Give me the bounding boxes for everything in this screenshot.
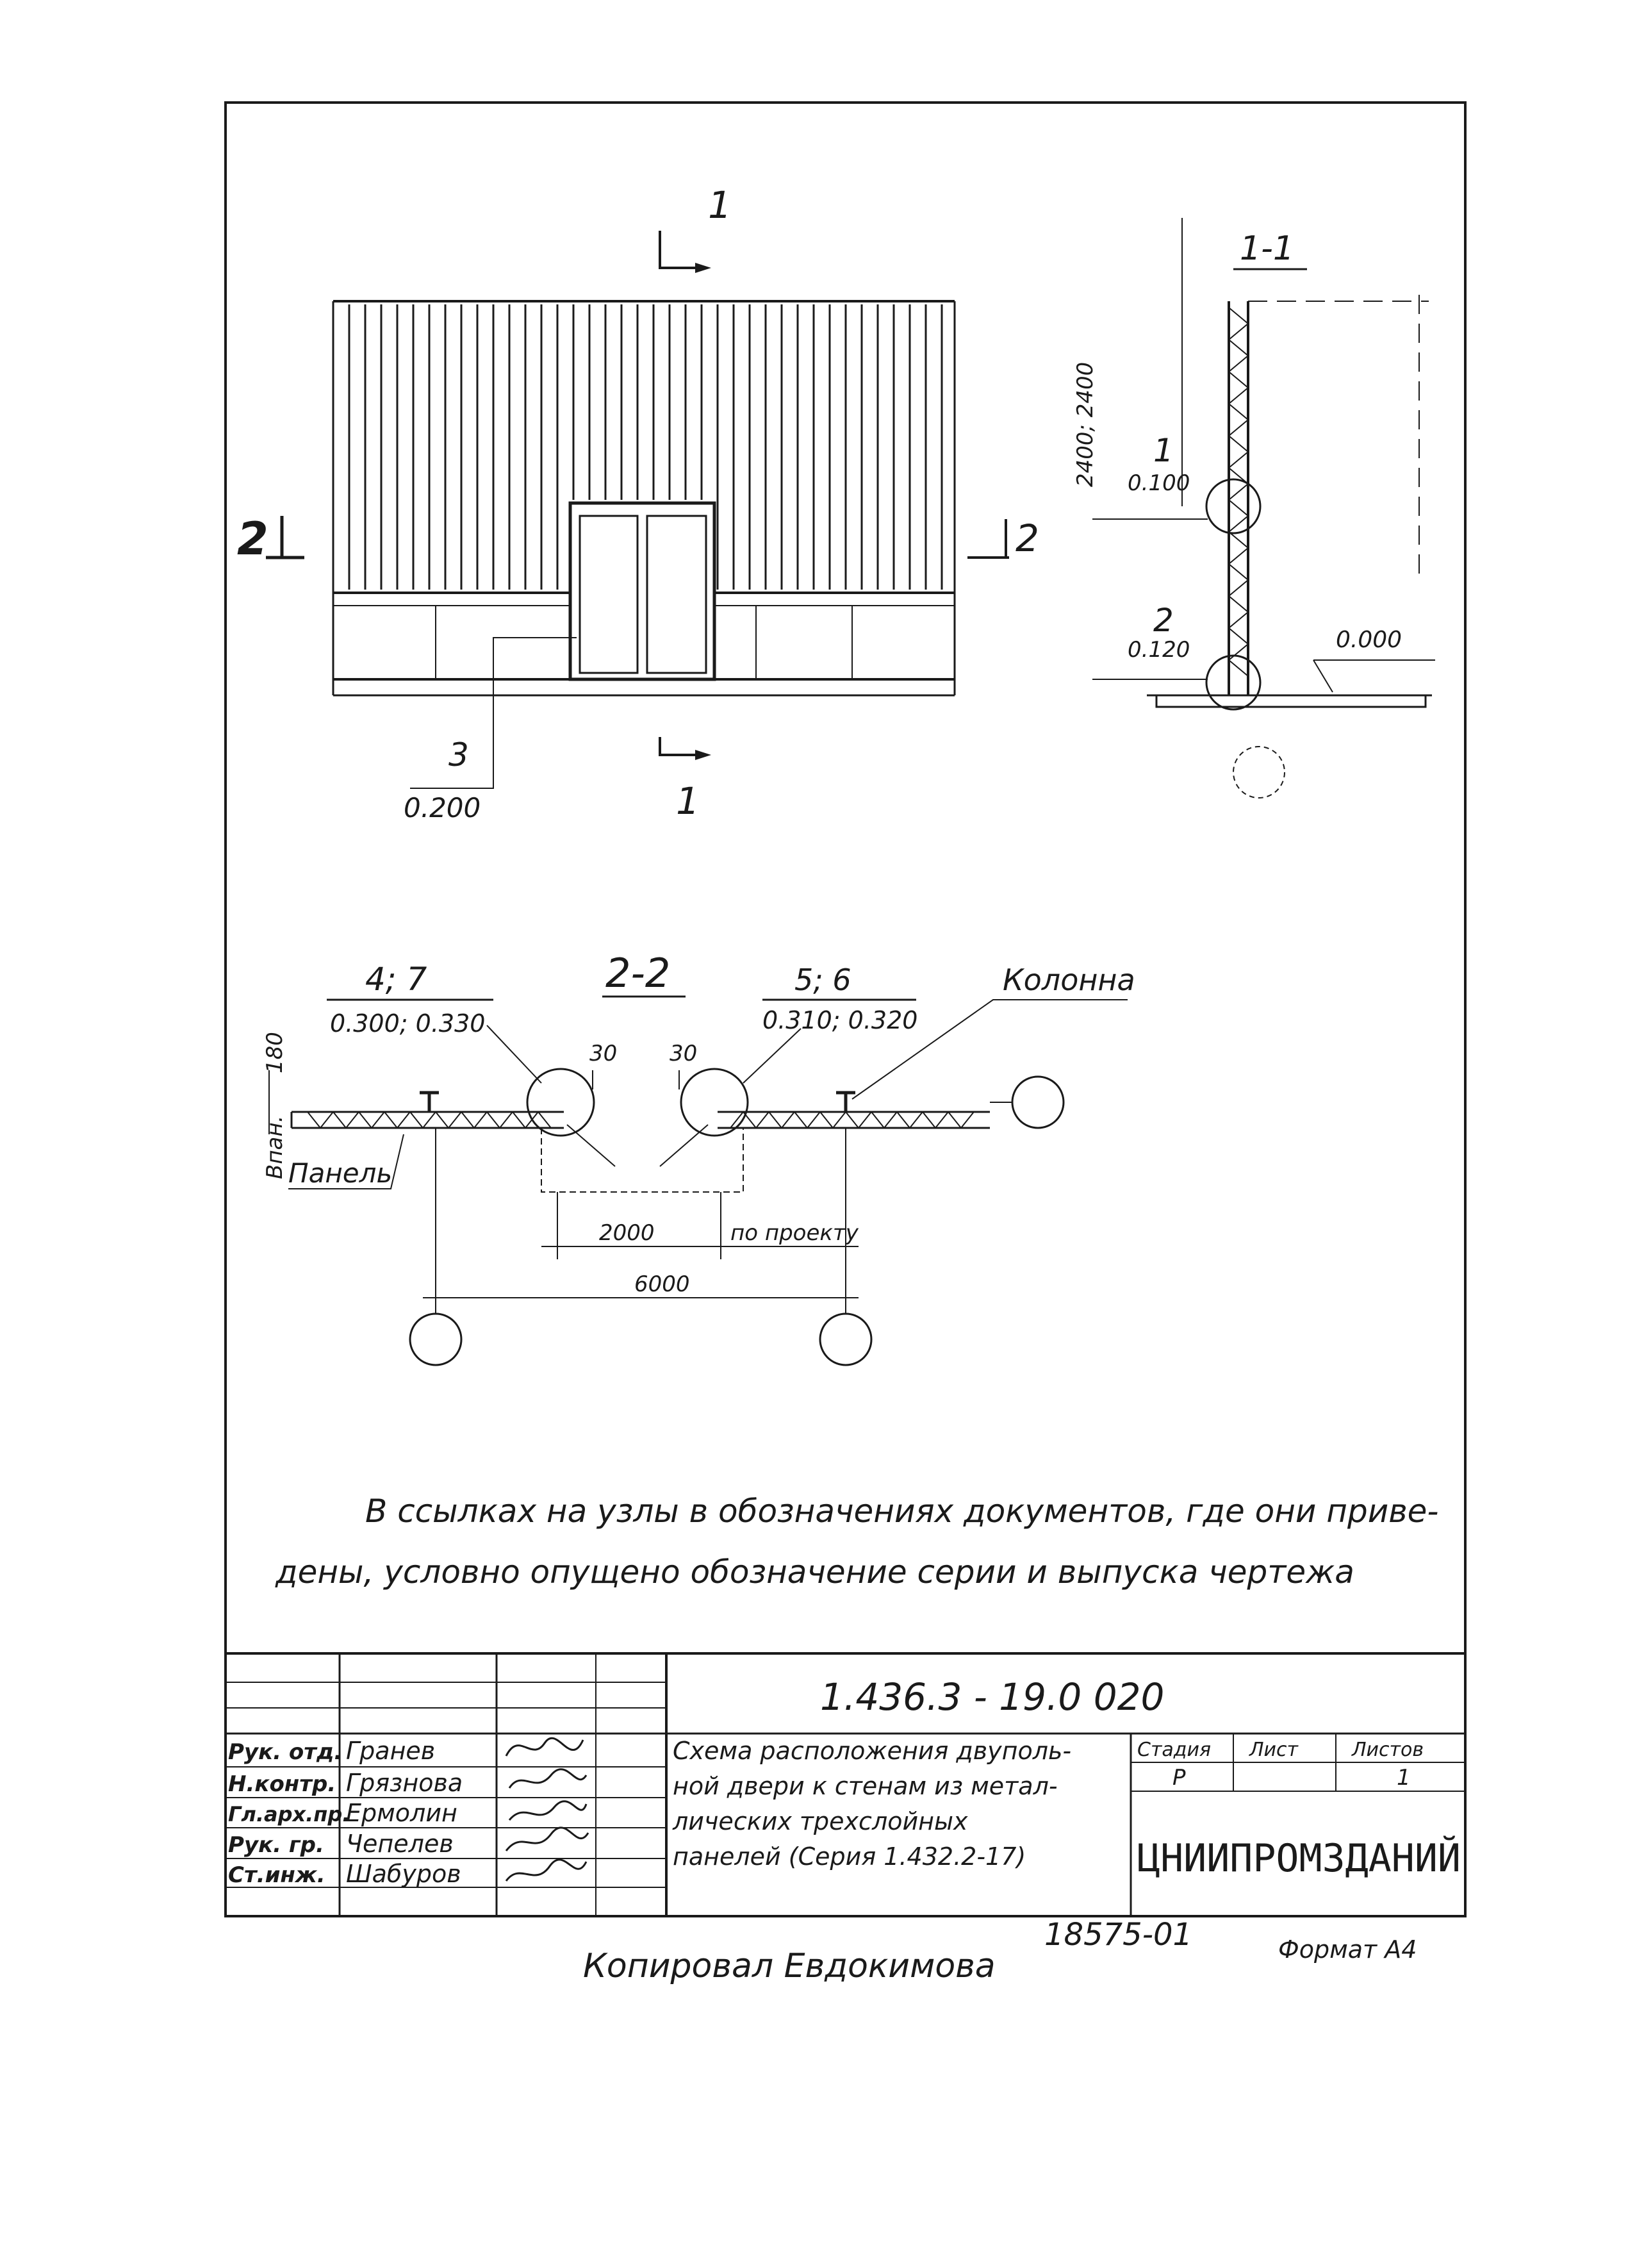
plan-2-2-title: 2-2 (605, 950, 670, 997)
plan-mark-label-left: 2 (237, 513, 268, 565)
role-5: Ст.инж. (228, 1862, 325, 1888)
footer-copied: Копировал Евдокимова (583, 1947, 996, 1985)
note-line-2: дены, условно опущено обозначение серии … (275, 1553, 1354, 1591)
signature-2 (508, 1768, 588, 1789)
section-1-1-title: 1-1 (1240, 229, 1294, 268)
plan-node-right-num: 5; 6 (794, 963, 851, 997)
plan-mark-label-right: 2 (1015, 517, 1039, 560)
section-1-1-wall (1092, 218, 1435, 799)
section-mark-label-top: 1 (708, 183, 732, 227)
node-2-sheet: 0.120 (1128, 637, 1190, 663)
org-name: ЦНИИПРОМЗДАНИЙ (1137, 1835, 1461, 1881)
section-mark-1-bottom (659, 737, 711, 760)
title-line-1: Схема расположения двуполь- (673, 1737, 1071, 1765)
section-mark-label-bottom: 1 (676, 779, 700, 823)
panel-ribs (348, 304, 943, 590)
name-4: Чепелев (346, 1830, 454, 1858)
name-1: Гранев (346, 1737, 435, 1765)
sheets-label: Листов (1351, 1739, 1424, 1761)
signature-3 (508, 1800, 588, 1821)
plan-node-right-sheet: 0.310; 0.320 (762, 1006, 917, 1034)
role-1: Рук. отд. (228, 1739, 342, 1765)
name-5: Шабуров (346, 1860, 461, 1888)
doc-code: 1.436.3 - 19.0 020 (820, 1675, 1164, 1719)
dim-door-width: 2000 (599, 1220, 655, 1246)
plan-2-2-drawing (268, 999, 1128, 1366)
footer-format: Формат А4 (1278, 1935, 1417, 1964)
signature-4 (505, 1826, 589, 1851)
note-line-1: В ссылках на узлы в обозначениях докумен… (365, 1493, 1438, 1530)
title-line-4: панелей (Серия 1.432.2-17) (673, 1842, 1026, 1871)
dim-bpan: Впан. (262, 1116, 288, 1179)
title-line-3: лических трехслойных (672, 1807, 968, 1835)
name-2: Грязнова (346, 1769, 463, 1797)
signature-1 (505, 1737, 584, 1757)
section-mark-1-top (659, 231, 711, 273)
node-ref-3-num: 3 (448, 736, 469, 774)
footer-number: 18575-01 (1044, 1917, 1192, 1953)
label-panel: Панель (288, 1157, 392, 1189)
elevation-view (332, 300, 956, 789)
signature-5 (505, 1858, 588, 1882)
stage-value: Р (1172, 1765, 1186, 1791)
dim-30-left: 30 (589, 1041, 617, 1066)
sheets-value: 1 (1397, 1765, 1411, 1791)
dim-project: по проекту (730, 1220, 859, 1246)
role-4: Рук. гр. (228, 1832, 324, 1858)
node-2-num: 2 (1153, 602, 1174, 639)
sheet-label: Лист (1249, 1739, 1299, 1761)
label-column: Колонна (1003, 963, 1135, 997)
section-1-1-level: 0.000 (1336, 627, 1402, 653)
plan-mark-2-left (266, 516, 304, 559)
dim-180: 180 (262, 1032, 288, 1073)
title-block (226, 1652, 1465, 1916)
section-1-1-dim-height: 2400; 2400 (1073, 362, 1098, 487)
title-line-2: ной двери к стенам из метал- (673, 1772, 1058, 1800)
plan-mark-2-right (967, 519, 1009, 559)
node-1-num: 1 (1153, 432, 1174, 469)
stage-label: Стадия (1137, 1739, 1211, 1761)
dim-30-right: 30 (670, 1041, 697, 1066)
sheet-frame (224, 101, 1467, 1917)
door-frame (568, 501, 716, 681)
node-ref-3-sheet: 0.200 (404, 792, 481, 824)
name-3: Ермолин (346, 1799, 457, 1827)
plan-node-left-sheet: 0.300; 0.330 (330, 1009, 485, 1038)
plan-node-left-num: 4; 7 (365, 961, 427, 998)
dim-span: 6000 (634, 1271, 690, 1297)
role-3: Гл.арх.пр. (228, 1802, 350, 1826)
role-2: Н.контр. (228, 1771, 336, 1797)
node-1-sheet: 0.100 (1128, 470, 1190, 496)
